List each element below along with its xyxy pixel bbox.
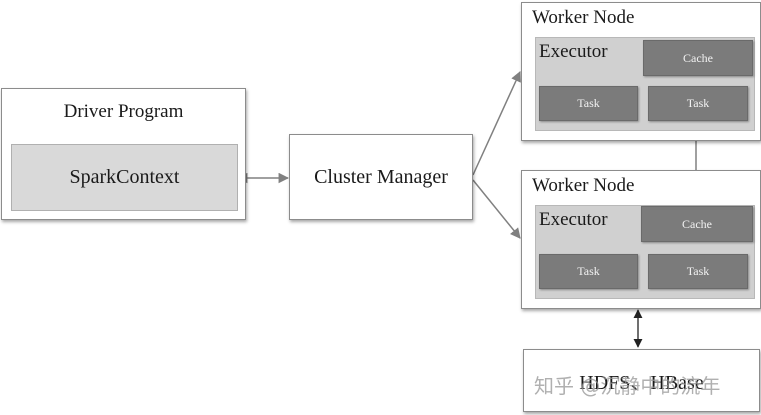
storage-box: HDFS、HBase: [523, 349, 760, 412]
executor-bottom-label: Executor: [539, 209, 608, 230]
watermark: 知乎 @沉静中的流年: [534, 374, 721, 398]
cluster-manager-box: Cluster Manager: [289, 134, 473, 220]
task-bottom-2-label: Task: [686, 264, 710, 278]
spark-context-label: SparkContext: [69, 166, 180, 188]
task-top-1-label: Task: [577, 96, 600, 110]
executor-top-label: Executor: [539, 41, 608, 62]
spark-context-box: SparkContext: [11, 144, 238, 211]
cache-top-label: Cache: [683, 50, 713, 65]
worker-node-bottom-title: Worker Node: [532, 175, 635, 196]
cache-top: Cache: [643, 40, 753, 76]
task-bottom-1-label: Task: [577, 264, 600, 278]
worker-node-bottom: Worker Node Executor Cache Task Task: [521, 170, 761, 309]
cluster-manager-label: Cluster Manager: [314, 165, 448, 188]
task-top-2-label: Task: [686, 96, 710, 110]
task-bottom-1: Task: [539, 254, 638, 289]
task-top-1: Task: [539, 86, 638, 121]
cache-bottom-label: Cache: [682, 216, 712, 231]
worker-node-top-title: Worker Node: [532, 7, 635, 28]
storage-label: HDFS、HBase: [579, 372, 704, 394]
driver-program-box: Driver Program SparkContext: [1, 88, 246, 220]
driver-program-title: Driver Program: [63, 101, 184, 122]
worker-node-top: Worker Node Executor Cache Task Task: [521, 2, 761, 141]
cache-bottom: Cache: [641, 206, 753, 242]
executor-top: Executor Cache Task Task: [535, 37, 755, 131]
executor-bottom: Executor Cache Task Task: [535, 205, 755, 299]
task-top-2: Task: [648, 86, 748, 121]
cluster-worker-top-connector: [472, 71, 521, 176]
cluster-worker-bottom-connector: [472, 179, 521, 239]
task-bottom-2: Task: [648, 254, 748, 289]
